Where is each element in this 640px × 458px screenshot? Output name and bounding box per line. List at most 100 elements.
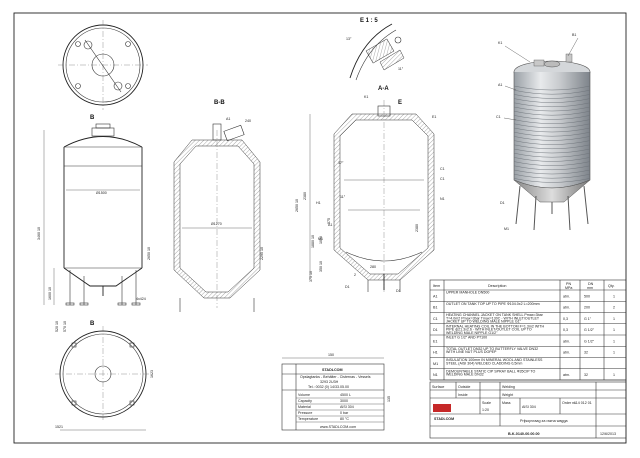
nozzle-subheader-pn: MPa: [565, 286, 572, 290]
callout-k1-3d: K1: [498, 41, 502, 45]
jacket-coil-band: [513, 152, 591, 158]
dim-diameter-1270: Ø1270: [211, 222, 222, 226]
company-footer: www.STADLCOM.com: [320, 425, 356, 429]
section-bb: B-B Ø1270 240 2295 10 A1: [173, 100, 264, 312]
company-row-value: 4500 L: [340, 393, 351, 397]
dim-height-2295: 2295 10: [260, 247, 264, 260]
surface-label: Surface: [432, 385, 444, 389]
nozzle-row-dn: 200: [584, 306, 590, 310]
company-row-key: Temperature: [298, 417, 318, 421]
dim-2380-inner: 2380: [415, 224, 419, 232]
jacket-coil-band: [513, 165, 591, 170]
callout-n1-aa: N1: [440, 197, 445, 201]
view-label-b-bottom: B: [90, 321, 95, 327]
nozzle-row-item: E1: [433, 339, 438, 343]
detail-e: E 1 : 5 13° 11°: [346, 18, 405, 81]
nozzle-row-qty: 1: [613, 373, 615, 377]
jacket-coil-band: [513, 123, 591, 128]
jacket-coil-band: [513, 102, 591, 107]
nozzle-row-qty: 1: [613, 294, 615, 298]
welding-label: Welding: [502, 385, 515, 389]
company-row-key: Capacity: [298, 399, 312, 403]
dim-height-875: 875: [327, 218, 331, 224]
weight-label: Weight: [502, 393, 513, 397]
nozzle-row-description: TOTAL OUTLET DN32 UP TO BUTTERFLY VALVE …: [446, 347, 538, 354]
nozzle-row-description: DEMOUNTABLE STATIC CIP SPRAY BALL Ф35CIP…: [446, 369, 535, 376]
nozzle-row-qty: 1: [613, 351, 615, 355]
callout-c1-aa-2: C1: [440, 177, 445, 181]
company-line-2: 3293 2U3H: [320, 380, 339, 384]
detail-e-marker: E: [398, 100, 402, 106]
nozzle-row-qty: 1: [613, 317, 615, 321]
nozzle-row-dn: G 1": [584, 317, 592, 321]
company-row-key: Material: [298, 405, 311, 409]
nozzle-row-qty: 2: [613, 306, 615, 310]
drawing-date: 12/6/2013: [600, 432, 616, 436]
dim-13-deg: 13°: [346, 37, 352, 41]
jacket-coil-band: [513, 119, 591, 124]
view-label-b-top: B: [90, 115, 95, 121]
title-block: Surface Outside Inside Welding Weight Sc…: [429, 381, 627, 439]
drawing-number: B-K-0140-00.00.00: [508, 432, 540, 436]
jacket-coil-band: [513, 110, 591, 116]
section-aa: A-A K1 E 2380 1880 10 1000 350 10 375 10…: [295, 86, 445, 293]
nozzle-row-description: HEATING CHANNEL JACKET ON TANK SHELL Pma…: [446, 313, 544, 323]
dim-height-3460: 3460 10: [37, 227, 41, 240]
dim-280: 280: [370, 265, 376, 269]
callout-a1-3d: A1: [498, 83, 502, 87]
nozzle-row-item: N1: [433, 373, 438, 377]
scale-value: 1:20: [482, 408, 489, 412]
nozzle-row-pn: atm.: [563, 306, 570, 310]
callout-c1-aa-1: C1: [440, 167, 445, 171]
top-view: [58, 20, 148, 110]
nozzle-row-description: INTERNAL HEATING COIL IN THE BOTTOM F=1.…: [446, 324, 544, 334]
jacket-coil-band: [513, 127, 591, 133]
nozzle-row-dn: 32: [584, 373, 588, 377]
nozzle-row-item: D1: [433, 328, 438, 332]
jacket-coil-band: [513, 148, 591, 154]
nozzle-row-pn: atm.: [563, 373, 570, 377]
callout-b1-3d: B1: [572, 33, 576, 37]
dim-11-deg: 11°: [398, 67, 404, 71]
nozzle-row-pn: atm.: [563, 339, 570, 343]
nozzle-row-item: B1: [433, 306, 438, 310]
order-number: 114 012 01: [574, 401, 592, 405]
callout-h1-aa: H1: [316, 201, 321, 205]
nozzle-row-description: OUTLET ON TANK TOP UP TO PIPE Φ104.0x2 L…: [446, 302, 540, 306]
jacket-coil-band: [513, 98, 591, 103]
nozzle-row-qty: 1: [613, 328, 615, 332]
company-name: STADLCOM: [322, 368, 343, 372]
callout-k1-aa: K1: [364, 95, 368, 99]
callout-d1-aa-left: D1: [345, 285, 350, 289]
nozzle-row-pn: atm.: [563, 294, 570, 298]
jacket-coil-band: [513, 94, 591, 99]
nozzle-row-description: INSULATION 100mm IN MINERAL WOOL AND STA…: [446, 358, 543, 365]
company-row-key: Pressure: [298, 411, 312, 415]
callout-m1-3d: M1: [504, 227, 509, 231]
nozzle-row-dn: 500: [584, 294, 590, 298]
nozzle-row-dn: 32: [584, 351, 588, 355]
jacket-coil-band: [513, 178, 591, 183]
company-row-value: 80 °C: [340, 417, 349, 421]
jacket-coil-band: [513, 136, 591, 141]
callout-e1-aa: E1: [432, 115, 436, 119]
dim-height-570: 570 10: [63, 321, 67, 332]
dim-2: 2: [354, 273, 356, 277]
jacket-coil-band: [513, 157, 591, 162]
nozzle-row-item: C1: [433, 317, 438, 321]
dim-240: 240: [245, 119, 251, 123]
bottom-view: 1521 1623: [55, 326, 154, 431]
nozzle-row-pn: atm.: [563, 351, 570, 355]
outside-label: Outside: [458, 385, 470, 389]
dim-height-2650-aa: 2650 10: [295, 199, 299, 212]
dim-17-deg: 17°: [338, 161, 344, 165]
sheet-border: [13, 12, 627, 444]
dim-diameter-1500: Ø1500: [96, 191, 107, 195]
jacket-coil-band: [513, 173, 591, 179]
scale-label: Scale: [482, 401, 491, 405]
nozzle-subheader-dn: mm: [587, 286, 593, 290]
dim-height-350: 350 10: [319, 261, 323, 272]
jacket-coil-band: [513, 169, 591, 175]
